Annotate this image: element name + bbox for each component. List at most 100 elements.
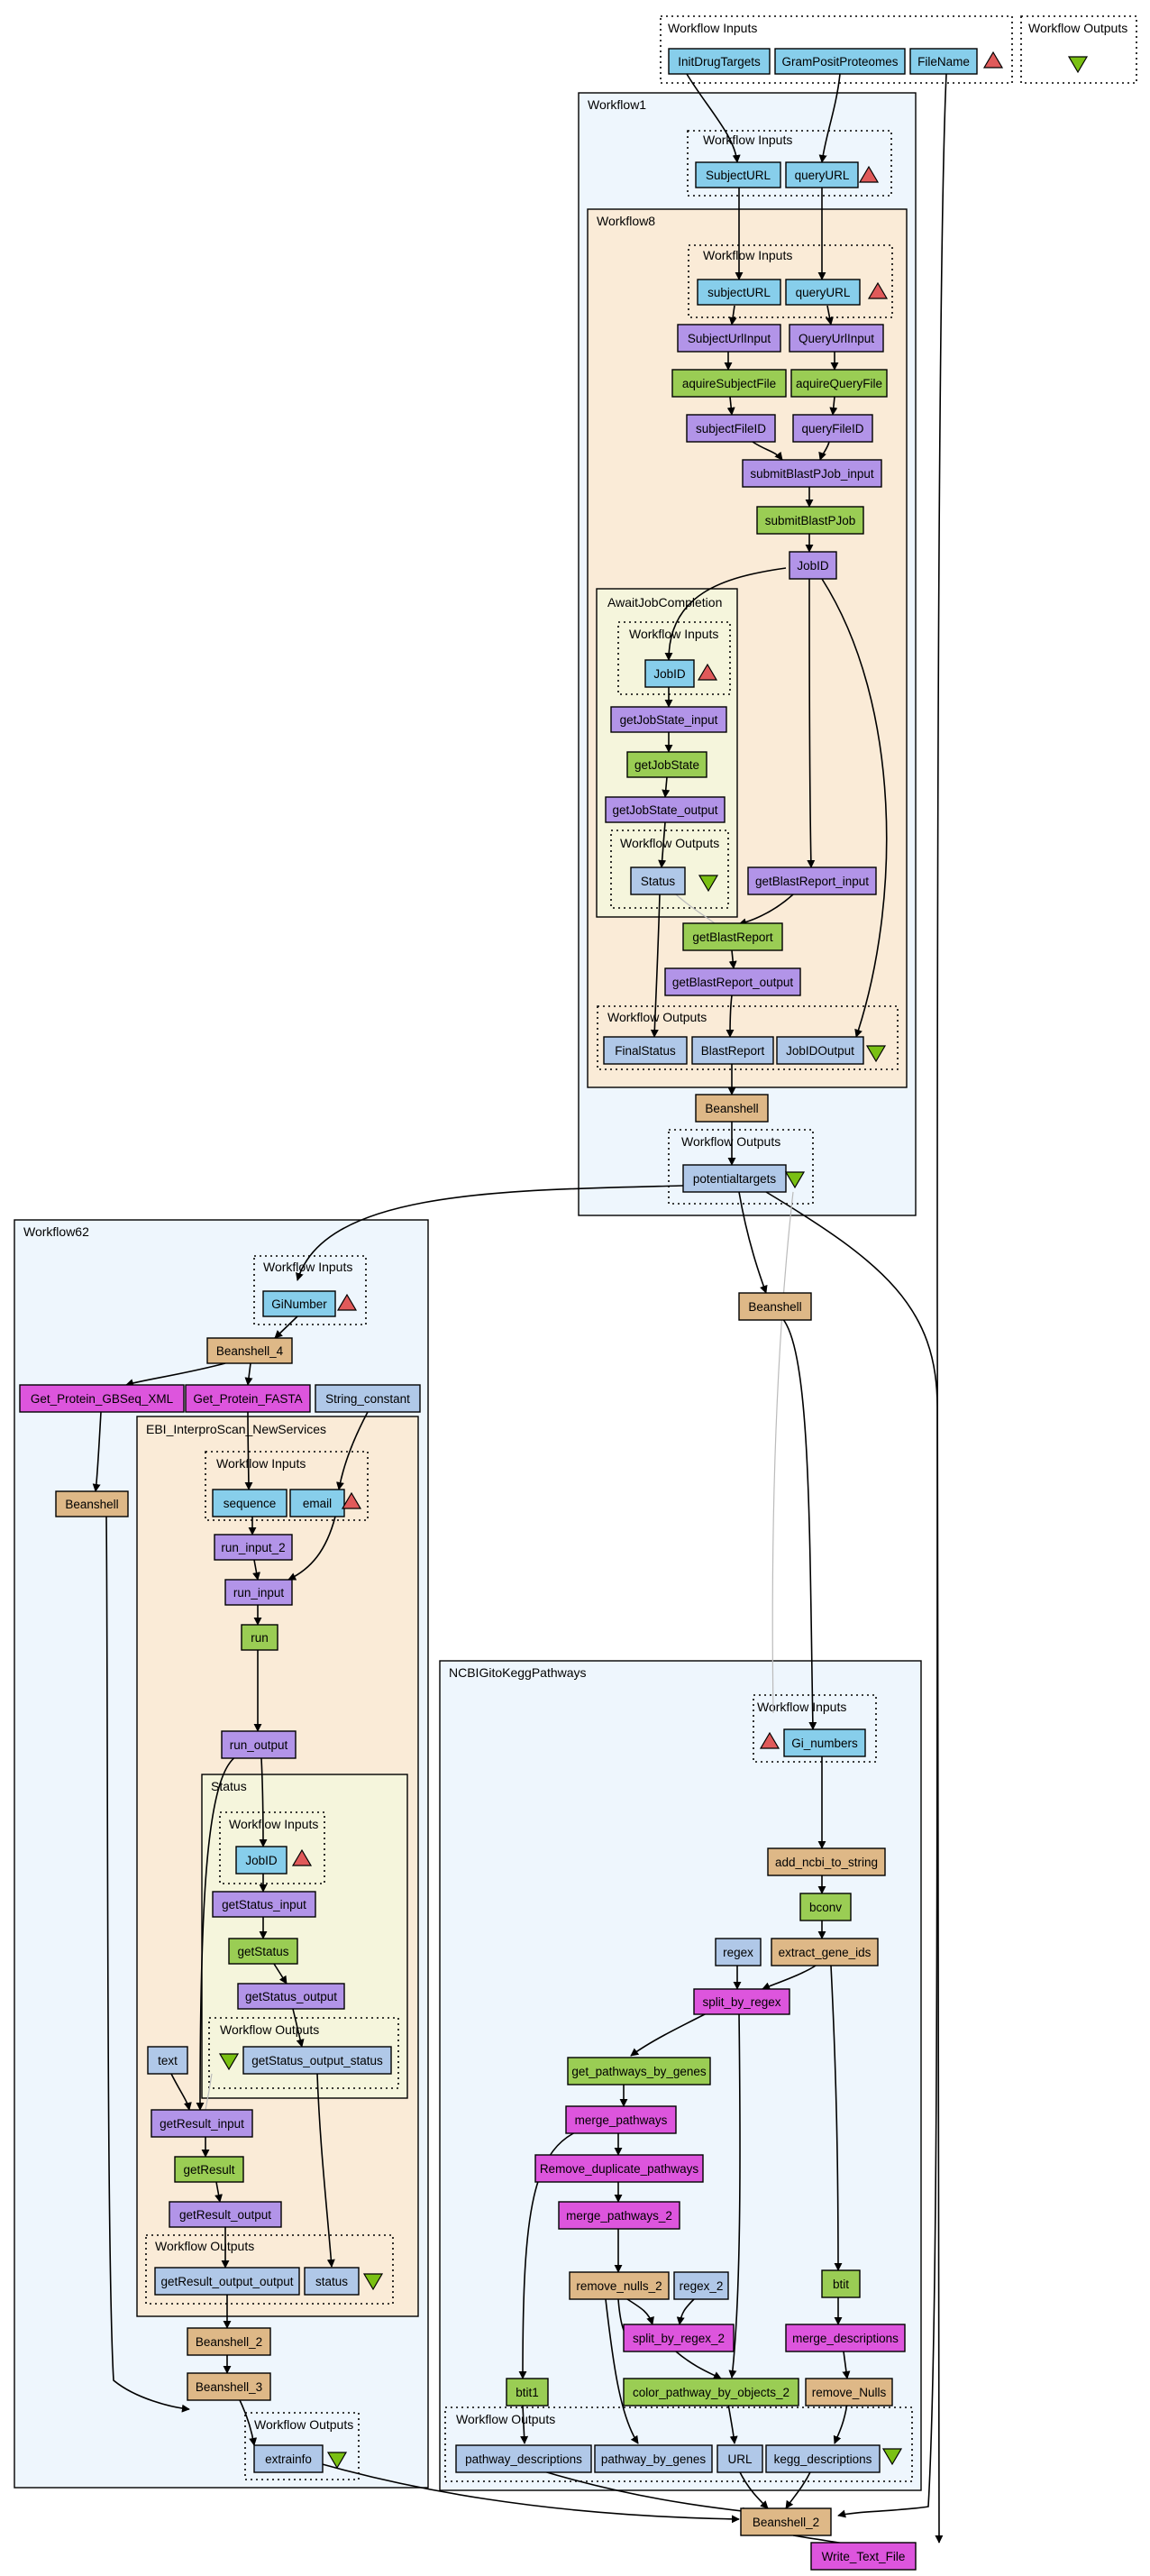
node-label: subjectFileID <box>696 422 766 435</box>
node-label: aquireSubjectFile <box>682 377 776 390</box>
node-subjectfileid: subjectFileID <box>686 414 776 443</box>
node-box <box>565 2105 677 2134</box>
node-label: status <box>315 2275 348 2288</box>
edge-potentialtargets-beanshell-mid <box>738 1191 768 1294</box>
node-box <box>221 1730 297 1759</box>
node-box <box>630 866 686 895</box>
node-grampositproteomes: GramPositProteomes <box>774 48 906 75</box>
triangle-up-status-inputs <box>291 1848 313 1866</box>
triangle-up-wf62-inputs <box>336 1293 358 1311</box>
node-label: getStatus_output_status <box>251 2054 383 2067</box>
edge-getstatus-getstatusoutput <box>273 1963 288 1985</box>
node-box <box>677 324 781 353</box>
edge-btit1-pathwaydescriptions <box>520 2405 529 2444</box>
node-box <box>742 459 882 488</box>
node-kegg-descriptions: kegg_descriptions <box>765 2444 881 2473</box>
cluster-top-outputs: Workflow Outputs <box>1020 15 1137 84</box>
node-extract-gene-ids: extract_gene_ids <box>771 1938 879 1966</box>
node-box <box>715 1938 762 1966</box>
node-label: Status <box>641 875 676 888</box>
node-label: Beanshell <box>705 1102 758 1115</box>
node-run: run <box>241 1624 278 1651</box>
node-box <box>212 1489 288 1517</box>
node-label: remove_Nulls <box>812 2386 887 2399</box>
edge-runoutput-jobid-st <box>259 1757 268 1847</box>
node-box <box>785 279 861 306</box>
edge-removenulls-keggdescriptions <box>833 2403 848 2444</box>
edge-queryfileid-submitinput <box>818 441 830 461</box>
node-label: Beanshell_4 <box>216 1344 284 1358</box>
node-box <box>774 48 906 75</box>
node-box <box>455 2444 592 2473</box>
edge-colorpathway-url <box>727 2403 738 2444</box>
node-box <box>594 2444 713 2473</box>
edge-splitbyregex-getpathwaysbygenes <box>630 2010 713 2057</box>
node-label: Get_Protein_FASTA <box>193 1392 302 1406</box>
node-box <box>673 2271 729 2300</box>
node-label: merge_descriptions <box>792 2332 899 2345</box>
node-beanshell-2-final: Beanshell_2 <box>740 2507 832 2536</box>
edge-beanshell3-extrainfo <box>238 2397 258 2446</box>
node-getresult-output-output: getResult_output_output <box>154 2267 300 2296</box>
node-box <box>242 2046 392 2075</box>
node-sequence: sequence <box>212 1489 288 1517</box>
node-label: JobIDOutput <box>786 1044 854 1058</box>
node-box <box>626 751 707 778</box>
node-label: getJobState_output <box>612 803 717 817</box>
node-status: status <box>304 2267 360 2296</box>
node-box <box>771 1938 879 1966</box>
node-box <box>187 2372 271 2401</box>
node-label: SubjectURL <box>706 169 771 182</box>
node-email: email <box>289 1489 345 1517</box>
edge-url-beanshell2 <box>738 2470 769 2509</box>
node-label: BlastReport <box>701 1044 765 1058</box>
node-label: queryURL <box>795 169 850 182</box>
node-label: get_pathways_by_genes <box>571 2065 707 2078</box>
node-beanshell-4: Beanshell_4 <box>206 1337 293 1364</box>
node-box <box>623 2324 735 2352</box>
edge-gramposit-queryurl <box>818 73 841 163</box>
node-getstatus-output-status: getStatus_output_status <box>242 2046 392 2075</box>
node-run-output: run_output <box>221 1730 297 1759</box>
edge-getblastreportoutput-blastreport <box>726 995 735 1038</box>
node-box <box>315 1384 421 1413</box>
node-box <box>691 1036 774 1065</box>
node-label: run_input <box>233 1586 285 1600</box>
cluster-workflow62-label: Workflow62 <box>23 1224 89 1239</box>
edge-mergepathways-btit1 <box>518 2127 587 2379</box>
node-label: merge_pathways <box>575 2113 668 2127</box>
node-getresult: getResult <box>174 2156 244 2183</box>
node-bconv: bconv <box>799 1893 852 1921</box>
node-box <box>695 161 781 188</box>
node-box <box>765 2444 881 2473</box>
node-label: potentialtargets <box>693 1172 777 1186</box>
edge-subjecturl-in-subjecturlinput <box>728 305 737 325</box>
cluster-await-outputs-label: Workflow Outputs <box>620 836 719 850</box>
node-box <box>241 1624 278 1651</box>
edge-aquirequeryfile-queryfileid <box>829 396 838 416</box>
node-jobid-st: JobID <box>235 1846 288 1875</box>
node-merge-pathways: merge_pathways <box>565 2105 677 2134</box>
node-label: Beanshell_2 <box>196 2335 262 2349</box>
node-split-by-regex: split_by_regex <box>693 1988 790 2015</box>
edge-fasta-sequence <box>244 1411 253 1490</box>
node-box <box>716 2444 763 2473</box>
node-label: run <box>251 1631 269 1645</box>
edge-beanshell4-gbseq <box>125 1362 226 1387</box>
node-blastreport: BlastReport <box>691 1036 774 1065</box>
node-box <box>671 369 787 398</box>
node-box <box>187 2327 271 2356</box>
node-box <box>783 1728 866 1757</box>
node-box <box>304 2267 360 2296</box>
node-run-input: run_input <box>224 1579 293 1606</box>
node-box <box>174 2156 244 2183</box>
cluster-workflow8-outputs-label: Workflow Outputs <box>607 1010 707 1024</box>
edge-gbseq-beanshell62 <box>92 1411 102 1492</box>
edge-ginumber-beanshell4 <box>274 1316 298 1339</box>
edge-mergedescriptions-removenulls <box>842 2351 851 2379</box>
node-label: submitBlastPJob_input <box>750 467 874 481</box>
node-label: URL <box>727 2452 752 2466</box>
node-box <box>289 1489 345 1517</box>
node-box <box>682 922 783 951</box>
